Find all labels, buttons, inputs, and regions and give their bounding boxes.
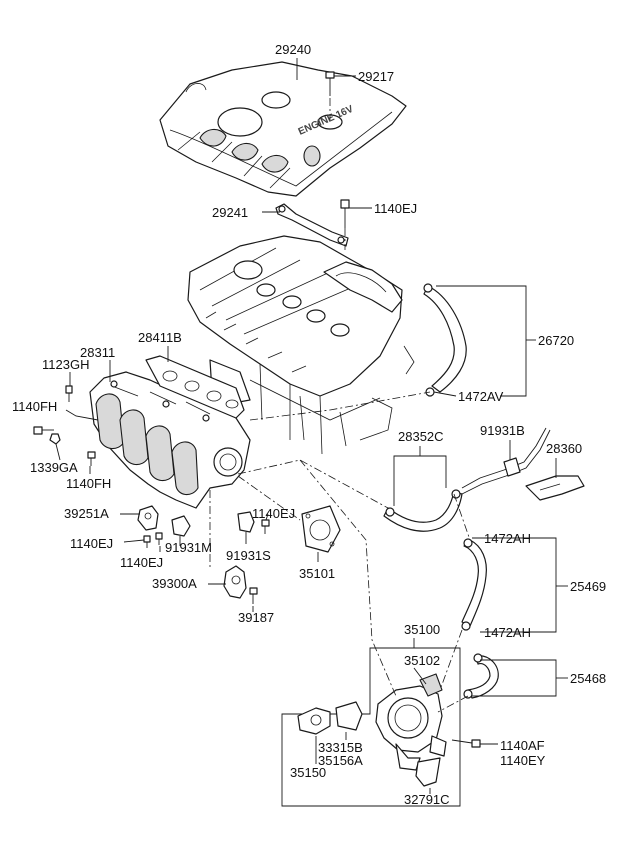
label-1140ey: 1140EY: [500, 753, 546, 768]
engine-cover: ENGINE 16V: [159, 61, 407, 197]
label-1339ga: 1339GA: [30, 460, 78, 475]
nut-1339ga-icon: [49, 433, 61, 445]
label-1472ah-top: 1472AH: [484, 531, 531, 546]
hose-25468: [463, 653, 499, 699]
pipe-91931b: [461, 427, 551, 495]
iac-valve-35156a: [335, 701, 363, 731]
assembly-lines: [209, 98, 471, 713]
bolt-1140ej-mid-icon: [155, 532, 163, 545]
label-1140fh-lower: 1140FH: [66, 476, 111, 491]
tps-sensor-35150: [297, 707, 331, 735]
hose-28352c: [383, 489, 463, 532]
label-35150: 35150: [290, 765, 326, 780]
bolt-1140af-icon: [451, 739, 481, 748]
bracket-32791c: [415, 757, 441, 787]
label-91931s: 91931S: [226, 548, 271, 563]
label-33315b: 33315B: [318, 740, 363, 755]
throttle-body-assembly-box: [281, 647, 461, 807]
clip-91931m: [171, 515, 191, 537]
label-28360: 28360: [546, 441, 582, 456]
label-1140af: 1140AF: [500, 738, 545, 753]
label-1140ej-left: 1140EJ: [70, 536, 113, 551]
label-32791c: 32791C: [404, 792, 450, 807]
bolt-39187-icon: [249, 587, 258, 604]
label-29217: 29217: [358, 69, 394, 84]
bolt-1140fh-left-icon: [33, 426, 54, 435]
label-1140ej-top: 1140EJ: [374, 201, 417, 216]
label-35102: 35102: [404, 653, 440, 668]
label-1472ah-bottom: 1472AH: [484, 625, 531, 640]
label-25468: 25468: [570, 671, 606, 686]
label-26720: 26720: [538, 333, 574, 348]
label-1140fh-left: 1140FH: [12, 399, 57, 414]
label-35100: 35100: [404, 622, 440, 637]
label-25469: 25469: [570, 579, 606, 594]
part-labels: 29240 29217 29241 1140EJ 26720 28411B 28…: [12, 42, 606, 807]
label-39300a: 39300A: [152, 576, 197, 591]
label-1472av: 1472AV: [458, 389, 504, 404]
label-35156a: 35156A: [318, 753, 363, 768]
label-91931m: 91931M: [165, 540, 212, 555]
label-1123gh: 1123GH: [42, 357, 89, 372]
label-39251a: 39251A: [64, 506, 109, 521]
label-29241: 29241: [212, 205, 248, 220]
bolt-1140ej-right-icon: [261, 519, 270, 534]
throttle-body: [375, 673, 447, 771]
bolt-1140fh-lower-icon: [87, 451, 96, 466]
bolt-29217-icon: [325, 71, 335, 96]
clip-91931s: [237, 511, 255, 533]
manifold-gasket: [145, 355, 245, 419]
bolt-1140ej-left-icon: [143, 535, 151, 548]
label-1140ej-mid: 1140EJ: [120, 555, 163, 570]
label-39187: 39187: [238, 610, 274, 625]
leader-lines: [55, 58, 568, 794]
label-28352c: 28352C: [398, 429, 444, 444]
cylinder-head: [187, 235, 415, 455]
hose-26720: [423, 283, 467, 397]
label-91931b: 91931B: [480, 423, 525, 438]
label-1140ej-right: 1140EJ: [252, 506, 295, 521]
label-28411b: 28411B: [138, 330, 182, 345]
throttle-gasket: [301, 505, 341, 553]
bolt-1140ej-top-icon: [340, 199, 350, 228]
bolt-1123gh-icon: [65, 385, 73, 402]
sensor-39300a: [223, 565, 247, 599]
hose-25469: [461, 538, 487, 631]
cover-bracket: [275, 203, 349, 247]
label-29240: 29240: [275, 42, 311, 57]
label-28311: 28311: [80, 345, 115, 360]
bracket-39251a: [137, 505, 159, 531]
label-35101: 35101: [299, 566, 335, 581]
bracket-28360: [525, 475, 585, 501]
